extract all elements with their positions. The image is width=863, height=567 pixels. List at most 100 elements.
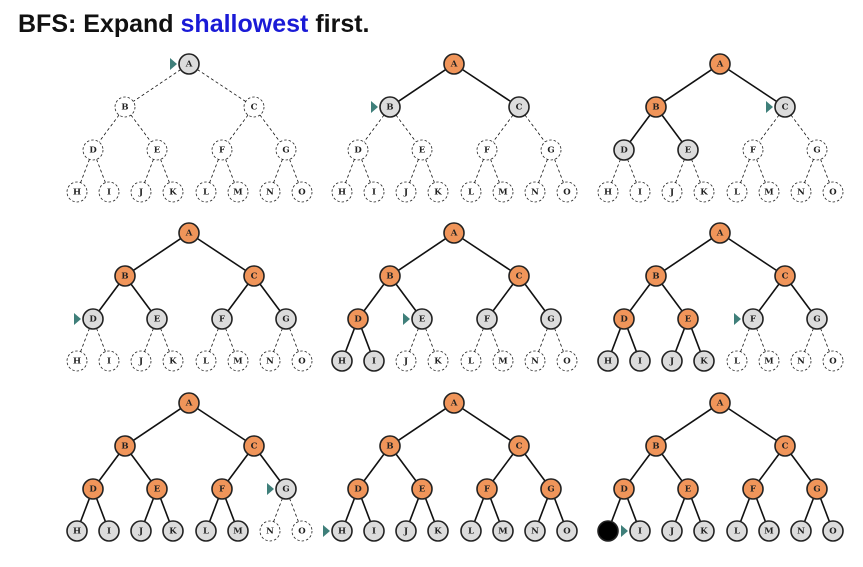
tree-node-I (629, 350, 651, 372)
tree-node-M (227, 520, 249, 542)
tree-edge-B-E (661, 453, 683, 482)
tree-node-K (162, 520, 184, 542)
tree-node-A (443, 222, 465, 244)
tree-node-E (677, 139, 699, 161)
tree-node-J (130, 350, 152, 372)
tree-edge-D-H (611, 159, 621, 183)
tree-edge-D-H (345, 159, 355, 183)
tree-node-label: O (829, 188, 837, 198)
current-node-pointer-icon (734, 313, 741, 325)
tree-node-H (597, 181, 619, 203)
tree-node-label: E (419, 146, 426, 156)
tree-node-label: K (434, 188, 442, 198)
tree-node-J (395, 350, 417, 372)
tree-node-label: N (797, 357, 805, 367)
tree-edge-D-I (361, 159, 371, 183)
tree-node-K (693, 350, 715, 372)
tree-edge-B-D (363, 283, 385, 312)
tree-node-label: O (563, 188, 571, 198)
tree-node-label: M (764, 188, 774, 198)
tree-node-label: C (251, 103, 258, 113)
tree-node-B (645, 96, 667, 118)
tree-node-G (806, 308, 828, 330)
tree-node-label: M (498, 527, 508, 537)
tree-edge-D-H (610, 498, 622, 522)
tree-node-label: B (121, 103, 128, 113)
tree-node-label: A (450, 399, 458, 409)
tree-edge-D-H (344, 498, 356, 522)
tree-node-label: K (700, 527, 708, 537)
tree-node-label: L (734, 357, 740, 367)
tree-node-label: A (716, 229, 724, 239)
tree-node-label: N (266, 527, 274, 537)
tree-node-label: I (372, 188, 376, 198)
tree-node-label: E (154, 146, 161, 156)
tree-node-label: H (338, 527, 346, 537)
tree-node-label: E (685, 315, 692, 325)
tree-edge-G-N (273, 498, 283, 522)
tree-edge-B-E (395, 453, 417, 482)
tree-edge-C-F (227, 283, 249, 312)
tree-node-C (774, 435, 796, 457)
tree-node-F (211, 478, 233, 500)
tree-node-C (243, 96, 265, 118)
tree-node-label: C (516, 272, 523, 282)
tree-edge-E-J (144, 328, 154, 352)
tree-node-G (275, 478, 297, 500)
tree-node-label: J (669, 357, 674, 367)
tree-node-O (556, 520, 578, 542)
tree-node-C (774, 265, 796, 287)
tree-edge-F-M (225, 328, 235, 352)
tree-node-C (243, 265, 265, 287)
tree-node-D (613, 139, 635, 161)
tree-node-label: J (138, 188, 143, 198)
tree-node-N (259, 350, 281, 372)
tree-node-M (492, 520, 514, 542)
tree-edge-G-N (803, 498, 815, 522)
tree-edge-A-C (196, 237, 247, 272)
tree-node-label: D (620, 315, 628, 325)
tree-edge-D-H (80, 159, 90, 183)
tree-edge-D-I (96, 159, 106, 183)
tree-node-E (677, 308, 699, 330)
tree-edge-F-L (740, 328, 750, 352)
tree-node-M (758, 520, 780, 542)
tree-node-label: I (638, 357, 642, 367)
tree-node-label: I (638, 527, 642, 537)
tree-node-K (427, 181, 449, 203)
tree-edge-A-B (663, 68, 713, 103)
tree-node-label: O (829, 527, 837, 537)
tree-node-label: F (484, 485, 490, 495)
tree-node-H (66, 520, 88, 542)
tree-node-label: A (716, 399, 724, 409)
tree-node-E (411, 139, 433, 161)
tree-node-K (162, 181, 184, 203)
tree-node-label: A (185, 399, 193, 409)
tree-node-O (291, 520, 313, 542)
tree-edge-A-B (132, 407, 182, 442)
tree-node-F (211, 139, 233, 161)
tree-node-D (613, 478, 635, 500)
tree-edge-C-G (259, 453, 281, 482)
tree-node-N (524, 181, 546, 203)
tree-node-label: B (386, 103, 393, 113)
tree-node-label: L (734, 188, 740, 198)
tree-edge-F-L (208, 498, 220, 522)
tree-node-label: N (531, 188, 539, 198)
tree-node-label: E (685, 146, 692, 156)
tree-edge-A-C (461, 237, 512, 272)
tree-edge-E-J (144, 159, 154, 183)
tree-edge-C-G (524, 283, 546, 312)
tree-node-label: M (498, 357, 508, 367)
tree-node-label: B (121, 272, 128, 282)
tree-node-D (347, 308, 369, 330)
tree-edge-B-D (629, 114, 651, 143)
tree-node-label: M (233, 357, 243, 367)
tree-edge-D-I (96, 328, 106, 352)
tree-node-A (709, 53, 731, 75)
